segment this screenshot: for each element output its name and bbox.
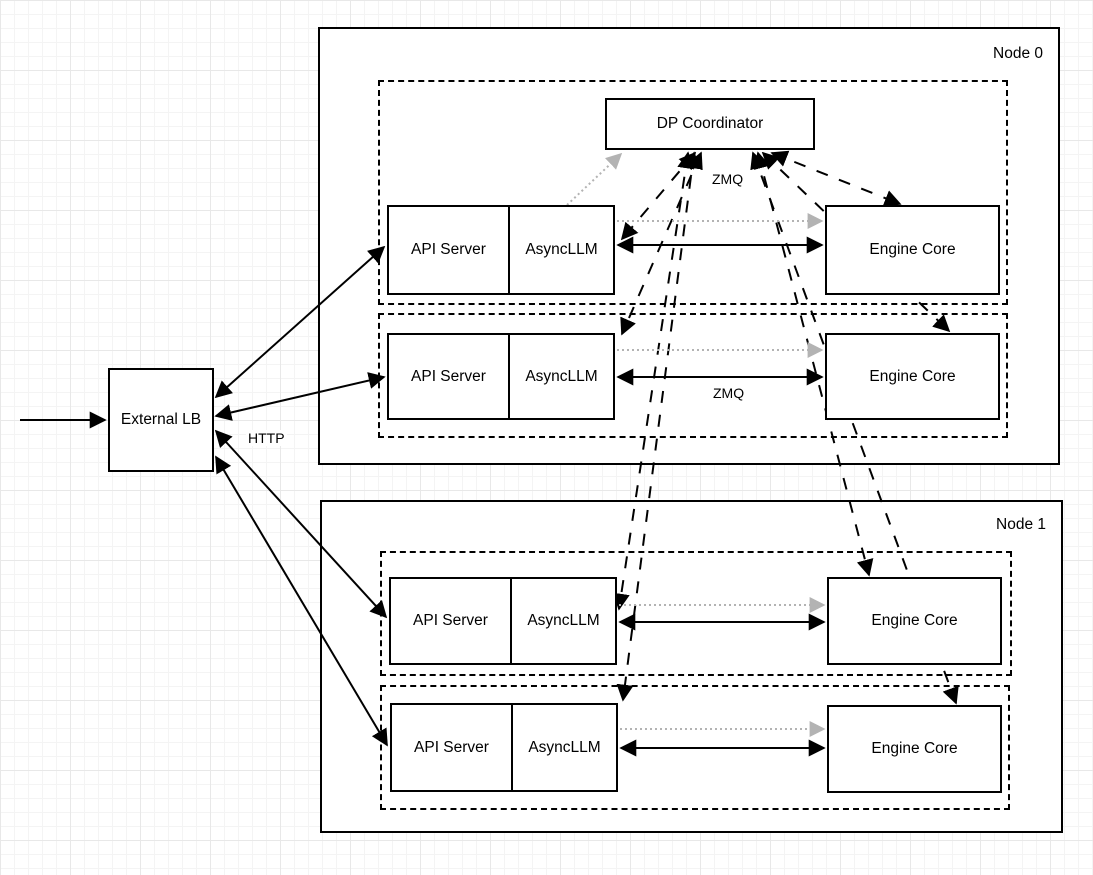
node0-row1-frontend-box: API Server AsyncLLM [387, 205, 615, 295]
node0-row2-frontend-box: API Server AsyncLLM [387, 333, 615, 420]
node0-row2-engine-core-box: Engine Core [825, 333, 1000, 420]
node0-row1-engine-core-box: Engine Core [825, 205, 1000, 295]
node0-row1-asyncllm-label: AsyncLLM [525, 241, 598, 258]
node1-row1-frontend-box: API Server AsyncLLM [389, 577, 617, 665]
arrow-lb-api-row2 [214, 372, 386, 421]
node1-title: Node 1 [996, 516, 1046, 533]
node1-row2-frontend-box: API Server AsyncLLM [390, 703, 618, 792]
node0-row2-api-server-label: API Server [389, 335, 510, 418]
dashed-dp-asyncllm-row2 [620, 151, 703, 336]
dashed-dp-asyncllm-row4 [616, 151, 701, 702]
node0-row2-asyncllm-label: AsyncLLM [525, 367, 598, 385]
arrow-lb-api-row4 [215, 455, 388, 747]
node1-row2-asyncllm-label: AsyncLLM [528, 738, 601, 756]
zmq-engine-label: ZMQ [711, 385, 747, 401]
node0-title: Node 0 [993, 45, 1043, 62]
external-lb-label: External LB [120, 411, 202, 429]
node1-row1-engine-core-label: Engine Core [871, 612, 958, 629]
dp-coordinator-label: DP Coordinator [656, 115, 764, 132]
dp-coordinator-box: DP Coordinator [605, 98, 815, 150]
node1-row1-engine-core-box: Engine Core [827, 577, 1002, 665]
external-lb-box: External LB [108, 368, 214, 472]
dashed-dp-engine-row1 [770, 150, 902, 207]
node1-row1-asyncllm-label: AsyncLLM [527, 612, 600, 629]
node1-row2-engine-core-label: Engine Core [871, 740, 958, 757]
node1-row2-api-server-label: API Server [392, 705, 513, 790]
node0-row2-engine-core-label: Engine Core [869, 367, 956, 385]
arrow-lb-api-row3 [214, 429, 388, 619]
node1-row2-engine-core-box: Engine Core [827, 705, 1002, 793]
zmq-coordinator-label: ZMQ [710, 171, 746, 187]
http-label: HTTP [246, 430, 287, 446]
node1-row1-api-server-label: API Server [391, 579, 512, 663]
node0-row1-engine-core-label: Engine Core [869, 241, 956, 258]
node0-row1-api-server-label: API Server [389, 207, 510, 293]
arrow-lb-api-row1 [214, 245, 386, 399]
dotted-asyncllm-dp-row1 [566, 152, 623, 206]
